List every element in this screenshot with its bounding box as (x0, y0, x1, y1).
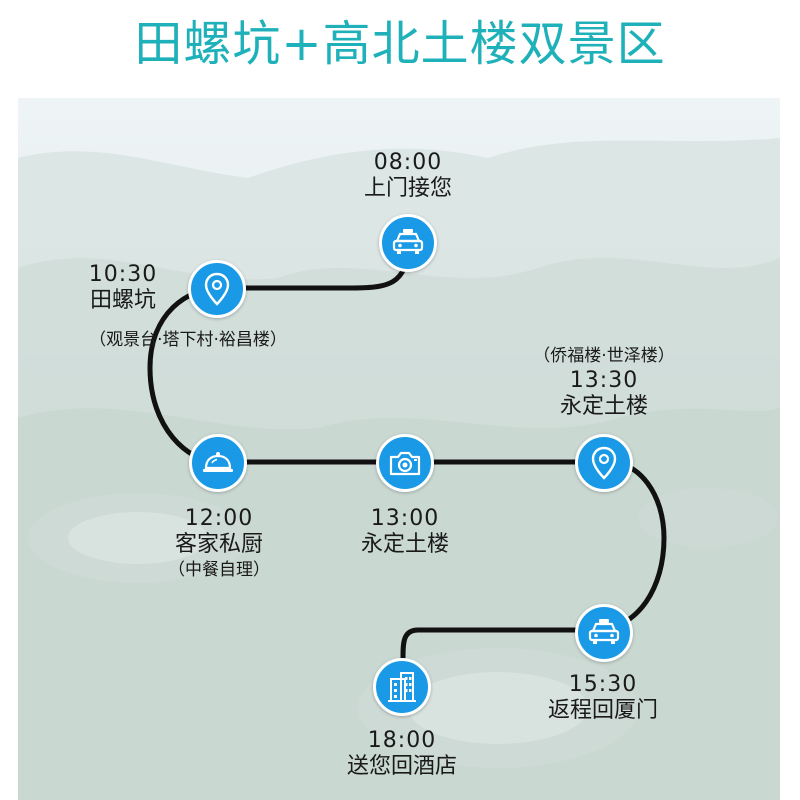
stop-label-pickup: 08:00 上门接您 (332, 150, 484, 202)
stop-name: 送您回酒店 (346, 754, 457, 779)
stop-time: 15:30 (568, 672, 638, 697)
page-title: 田螺坑+高北土楼双景区 (134, 16, 666, 72)
hakka-kitchen-node (189, 434, 247, 492)
taxi-icon (392, 229, 424, 254)
location-pin-icon (591, 446, 617, 480)
tulou-photo-node (376, 434, 434, 492)
stop-time: 12:00 (184, 506, 254, 531)
stop-name: 客家私厨 (174, 532, 263, 557)
yongding-tulou-node (575, 434, 633, 492)
itinerary-map: 08:00 上门接您 10:30 田螺坑 （观景台·塔下村·裕昌楼） 12:00… (18, 98, 780, 800)
stop-label-yongding-tulou: （侨福楼·世泽楼） 13:30 永定土楼 (474, 344, 734, 420)
stop-time: 08:00 (373, 150, 443, 175)
camera-icon (389, 451, 421, 476)
stop-time: 13:30 (569, 368, 639, 393)
hotel-dropoff-node (373, 658, 431, 716)
food-cloche-icon (203, 452, 233, 472)
stop-name: 上门接您 (363, 176, 452, 201)
stop-label-hakka-kitchen: 12:00 客家私厨 （中餐自理） (138, 506, 300, 582)
stop-name: 田螺坑 (89, 288, 156, 313)
return-xiamen-node (575, 604, 633, 662)
taxi-pickup-node (379, 214, 437, 272)
taxi-icon (588, 619, 620, 644)
stop-label-tianluokeng: 10:30 田螺坑 (38, 262, 208, 314)
landscape-background (18, 138, 780, 800)
tianluokeng-node (188, 260, 246, 318)
stop-label-tulou-photo: 13:00 永定土楼 (330, 506, 480, 558)
stop-time: 13:00 (370, 506, 440, 531)
stop-name: 永定土楼 (559, 394, 648, 419)
location-pin-icon (204, 272, 230, 306)
stop-note: （中餐自理） (168, 560, 270, 580)
stop-label-hotel: 18:00 送您回酒店 (318, 728, 486, 780)
stop-name: 永定土楼 (360, 532, 449, 557)
stop-name: 返程回厦门 (547, 698, 658, 723)
stop-note-tianluokeng: （观景台·塔下村·裕昌楼） (89, 330, 287, 350)
stop-note: （侨福楼·世泽楼） (533, 346, 675, 366)
stop-time: 10:30 (88, 262, 158, 287)
stop-label-return: 15:30 返程回厦门 (528, 672, 678, 724)
stop-time: 18:00 (367, 728, 437, 753)
hotel-building-icon (388, 672, 416, 702)
